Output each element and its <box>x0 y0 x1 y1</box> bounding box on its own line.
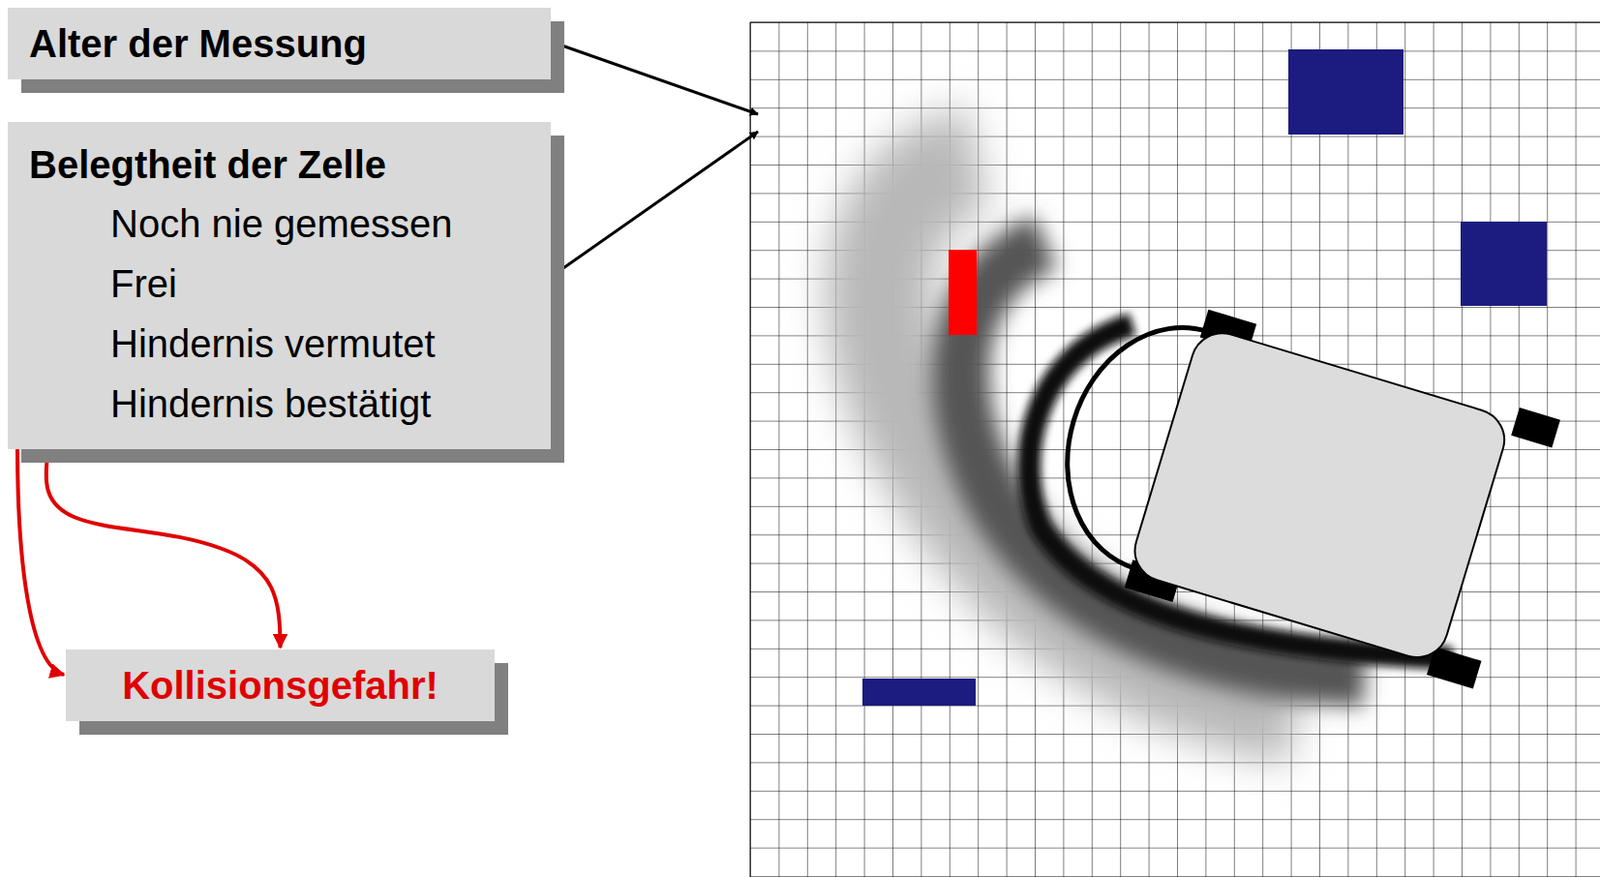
robot <box>1031 281 1562 695</box>
blue-cell <box>1288 49 1404 135</box>
robot-wheel <box>1510 407 1561 448</box>
warning-text: Kollisionsgefahr! <box>85 649 476 722</box>
heading-text: Alter der Messung <box>29 7 530 80</box>
red-cell <box>948 249 977 335</box>
heading-text: Belegtheit der Zelle <box>29 135 530 194</box>
legend-item: Hindernis bestätigt <box>29 373 530 434</box>
robot-wheel <box>1426 646 1482 689</box>
warning-box: Kollisionsgefahr! <box>65 649 495 722</box>
blue-cell <box>1460 221 1547 306</box>
legend-item: Noch nie gemessen <box>29 193 530 254</box>
blue-cell <box>862 678 976 706</box>
grid <box>750 22 1600 877</box>
label-box: Alter der Messung <box>7 7 551 80</box>
grid-edge <box>750 22 1600 24</box>
legend-item: Hindernis vermutet <box>29 313 530 374</box>
grid-edge <box>750 22 752 877</box>
legend-box: Belegtheit der ZelleNoch nie gemessenFre… <box>7 121 551 450</box>
leader-arrow <box>553 42 758 115</box>
leader-arrow <box>553 131 758 275</box>
legend-item: Frei <box>29 253 530 314</box>
robot-body <box>1127 325 1512 665</box>
